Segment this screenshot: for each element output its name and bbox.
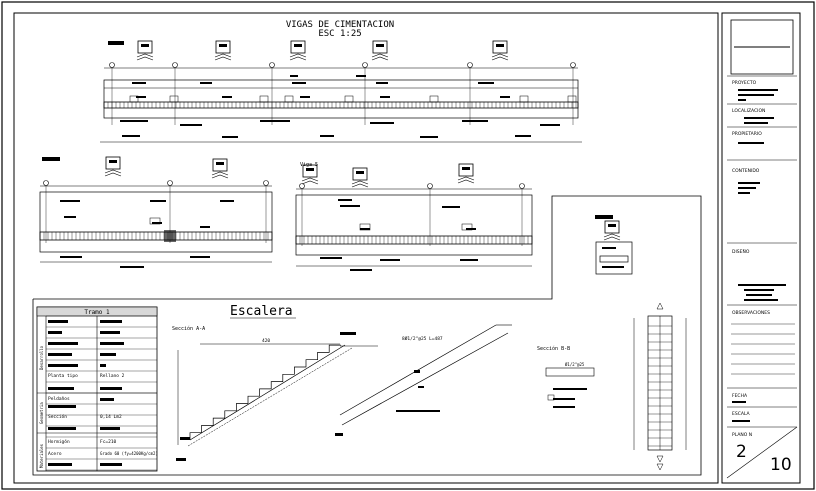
top-beam-drawing: VIGAS DE CIMENTACION ESC 1:25 xyxy=(100,20,582,143)
plano-total: 10 xyxy=(770,455,792,475)
val-acero: Grado 60 (fy=4200Kg/cm2) xyxy=(100,451,158,456)
section-mark xyxy=(372,40,388,54)
tb-contenido: CONTENIDO xyxy=(732,168,760,174)
axis-marker xyxy=(43,180,49,186)
section-mark xyxy=(458,163,474,177)
beam-tag xyxy=(42,157,60,161)
tb-plano: PLANO N xyxy=(732,432,752,438)
section-mark xyxy=(492,40,508,54)
rebar-callout-2: Ø1/2"@25 xyxy=(565,362,585,367)
rebar-band xyxy=(103,101,579,109)
row-planta: Planta tipo xyxy=(48,373,78,379)
small-section-detail xyxy=(595,215,633,275)
axis-marker xyxy=(467,62,473,68)
row-hormigon: Hormigón xyxy=(48,438,70,445)
section-mark xyxy=(215,40,231,54)
stair-data-table: Tramo 1 Desarrollo Geometria Materiales … xyxy=(36,306,158,472)
rebar-callout-1: 8Ø1/2"@25 L=487 xyxy=(402,335,443,342)
plano-number: 2 xyxy=(736,442,747,462)
stair-title: Escalera xyxy=(230,304,293,319)
section-mark xyxy=(212,158,228,172)
tb-diseno: DISEÑO xyxy=(732,248,750,255)
table-title: Tramo 1 xyxy=(84,309,110,316)
axis-marker xyxy=(427,183,433,189)
beam-elevation xyxy=(295,194,533,256)
section-bb-label: Sección B-B xyxy=(537,345,570,352)
axis-marker xyxy=(263,180,269,186)
axis-markers xyxy=(109,62,577,125)
section-mark xyxy=(290,40,306,54)
section-mark xyxy=(302,164,318,178)
val-planta: Rellano 2 xyxy=(100,373,125,379)
axis-marker xyxy=(570,62,576,68)
middle-left-beam xyxy=(39,156,273,268)
beam-tag xyxy=(108,41,124,45)
section-symbols xyxy=(136,40,509,61)
axis-marker xyxy=(362,62,368,68)
dim-420: 420 xyxy=(262,338,270,344)
row-peldanos: Peldaños xyxy=(48,396,70,402)
tb-proyecto: PROYECTO xyxy=(732,80,757,86)
axis-marker xyxy=(109,62,115,68)
title-block: PROYECTO LOCALIZACION PROPIETARIO CONTEN… xyxy=(726,19,798,479)
beam-elevation xyxy=(39,191,273,253)
section-mark xyxy=(137,40,153,54)
axis-marker xyxy=(172,62,178,68)
val-seccion: 0,14 Lm2 xyxy=(100,414,122,420)
axis-marker xyxy=(299,183,305,189)
stirrups xyxy=(107,102,577,108)
title-block-frame xyxy=(721,12,801,484)
tb-observaciones: OBSERVACIONES xyxy=(732,310,770,316)
row-seccion: Sección xyxy=(48,413,67,420)
section-mark xyxy=(105,156,121,170)
section-mark xyxy=(604,220,620,234)
vertical-label-geometria: Geometria xyxy=(39,402,44,424)
axis-marker xyxy=(167,180,173,186)
vertical-label-materiales: Materiales xyxy=(39,443,44,468)
axis-marker xyxy=(519,183,525,189)
stair-section-drawing: Escalera Sección A-A 420 8Ø1/2"@25 L=487… xyxy=(172,302,687,471)
beam-elevation xyxy=(103,79,579,119)
row-acero: Acero xyxy=(48,451,62,457)
tb-localizacion: LOCALIZACION xyxy=(732,108,765,114)
section-aa-label: Sección A-A xyxy=(172,325,205,332)
tb-propietario: PROPIETARIO xyxy=(732,131,762,137)
tb-fecha: FECHA xyxy=(732,393,748,399)
axis-marker xyxy=(269,62,275,68)
tb-escala: ESCALA xyxy=(732,411,751,417)
val-hormigon: Fc=210 xyxy=(100,439,117,445)
lower-region-border xyxy=(32,195,702,476)
drawing-frame xyxy=(13,12,719,484)
vertical-label-desarrollo: Desarrollo xyxy=(39,345,44,370)
beam-annotations xyxy=(120,75,560,138)
main-scale: ESC 1:25 xyxy=(318,29,361,39)
main-title: VIGAS DE CIMENTACION xyxy=(286,20,394,30)
section-mark xyxy=(352,167,368,181)
middle-right-beam: Viga 5 xyxy=(295,162,533,271)
